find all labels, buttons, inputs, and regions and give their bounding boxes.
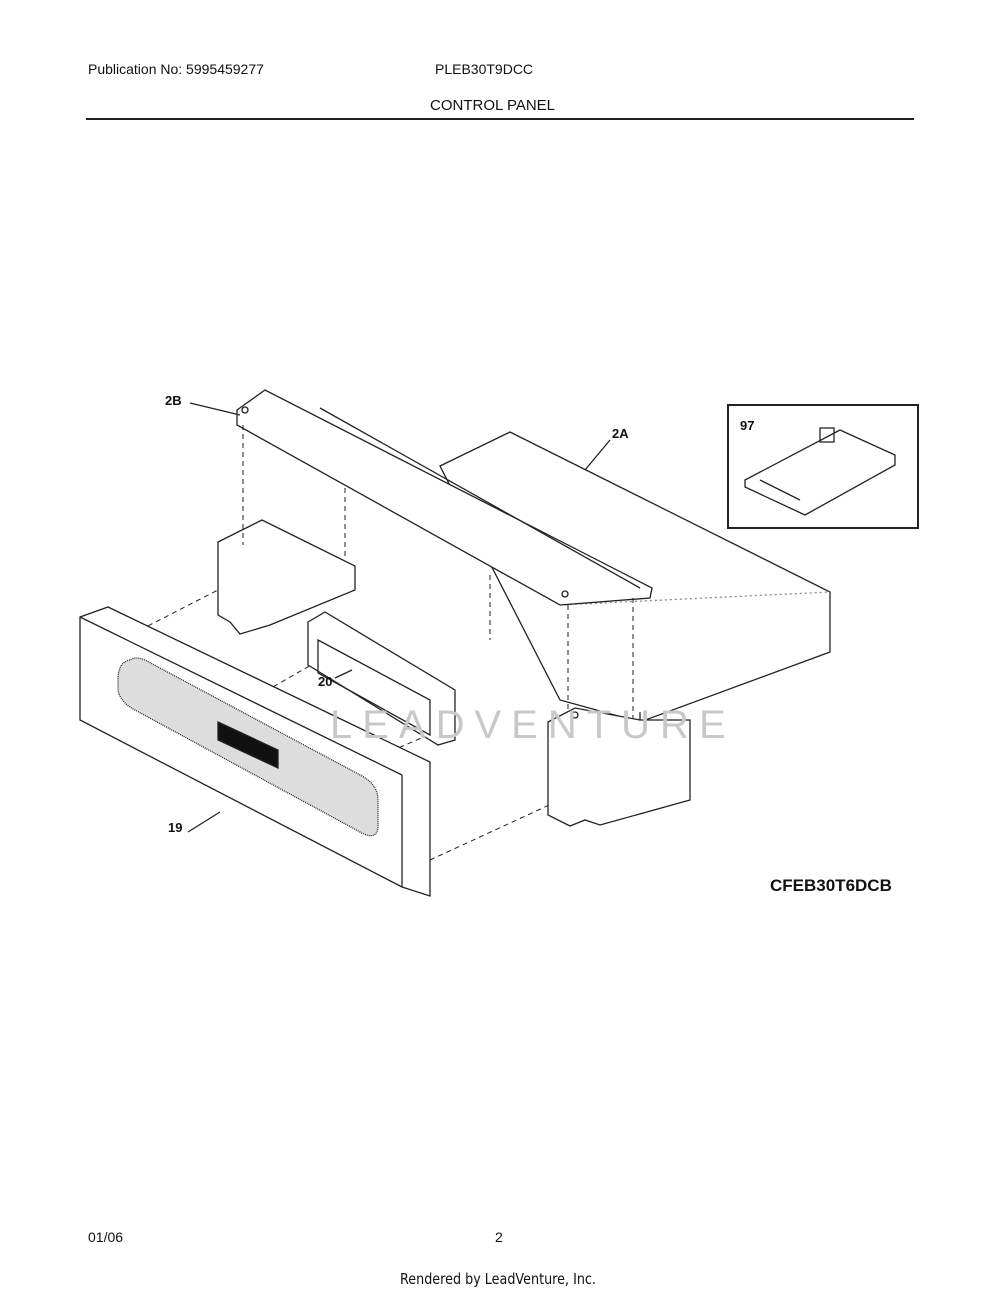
watermark: LEADVENTURE <box>330 703 736 747</box>
footer-date: 01/06 <box>88 1229 124 1245</box>
left-end-bracket[interactable] <box>217 519 356 635</box>
top-cover-2b[interactable] <box>236 389 653 606</box>
section-title: CONTROL PANEL <box>430 97 556 114</box>
control-housing-2a[interactable] <box>439 431 831 723</box>
inset-relay-board-97[interactable] <box>727 404 919 529</box>
rendered-by: Rendered by LeadVenture, Inc. <box>400 1270 596 1288</box>
callout-2a: 2A <box>612 426 629 441</box>
callout-2b: 2B <box>165 393 182 408</box>
figure-code: CFEB30T6DCB <box>770 876 892 895</box>
page-number: 2 <box>495 1229 503 1245</box>
header-rule <box>86 118 914 120</box>
control-panel-19[interactable] <box>79 606 431 897</box>
electronic-control-board-20[interactable] <box>307 611 456 746</box>
publication-number: Publication No: 5995459277 <box>88 61 264 77</box>
callout-97: 97 <box>740 418 754 433</box>
callout-19: 19 <box>168 820 182 835</box>
right-end-bracket[interactable] <box>547 707 691 827</box>
model-number: PLEB30T9DCC <box>435 61 534 77</box>
callout-20: 20 <box>318 674 332 689</box>
